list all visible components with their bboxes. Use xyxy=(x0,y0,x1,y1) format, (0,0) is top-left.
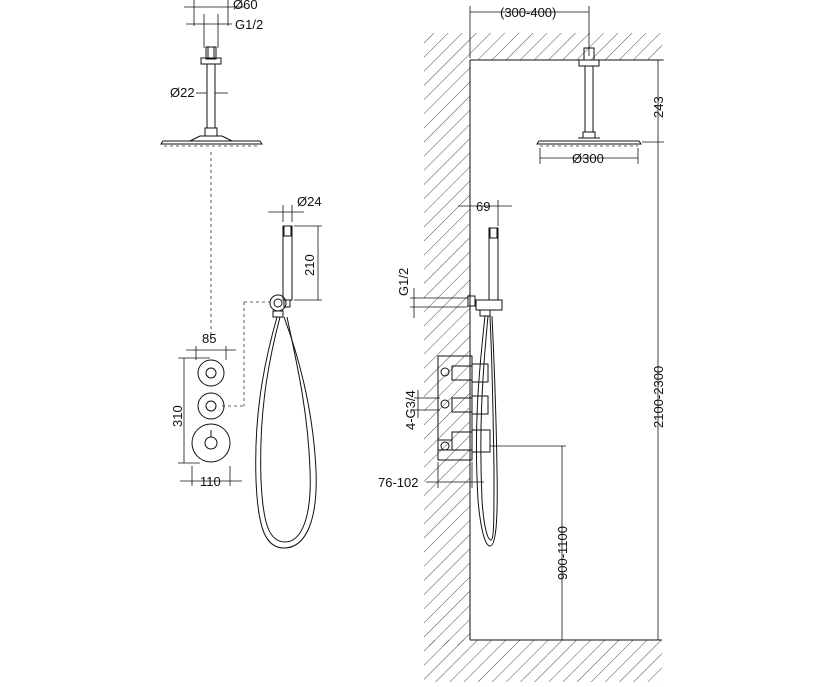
dim-outlet-offset: 69 xyxy=(458,199,512,226)
shower-head-side xyxy=(160,135,263,147)
dim-valve-plate-width: 110 xyxy=(180,466,242,489)
dim-label-valve-depth: 76-102 xyxy=(378,475,418,490)
dim-label-head-diameter: Ø300 xyxy=(572,151,604,166)
dim-head-arm-thread: G1/2 xyxy=(186,14,263,48)
dim-label-valve-stack-height: 310 xyxy=(170,405,185,427)
dim-hand-shower-len: 210 xyxy=(294,225,322,301)
dim-head-diameter: Ø300 xyxy=(539,148,639,166)
dim-label-head-arm-thread: G1/2 xyxy=(235,17,263,32)
dim-label-outlet-offset: 69 xyxy=(476,199,490,214)
dim-valve-height: 900-1100 xyxy=(490,445,570,640)
dim-label-valve-height: 900-1100 xyxy=(555,526,570,580)
dim-arm-projection: (300-400) xyxy=(469,5,590,58)
dim-label-head-arm-outer: Ø60 xyxy=(233,0,258,12)
ceiling-arm xyxy=(200,46,222,137)
dim-label-hand-shower-dia: Ø24 xyxy=(297,194,322,209)
dim-head-arm-tube: Ø22 xyxy=(170,85,228,100)
dim-label-arm-projection: (300-400) xyxy=(500,5,556,20)
dim-label-valve-plate-width: 110 xyxy=(200,474,221,489)
wall-hatching xyxy=(424,33,662,682)
dim-label-head-arm-tube: Ø22 xyxy=(170,85,195,100)
dim-ceiling-height: 2100-2300 xyxy=(651,142,666,640)
dim-label-head-drop: 243 xyxy=(651,96,666,118)
dim-label-valve-center-spacing: 85 xyxy=(202,331,216,346)
dim-label-outlet-thread: G1/2 xyxy=(396,268,411,296)
dim-label-ceiling-height: 2100-2300 xyxy=(651,366,666,428)
valve-front xyxy=(191,359,231,463)
hand-shower-section xyxy=(467,227,503,547)
hand-shower xyxy=(222,225,293,407)
dim-valve-center-spacing: 85 xyxy=(186,331,236,360)
concealed-valve-body xyxy=(437,355,491,461)
left-elevation-view: Ø60 G1/2 Ø22 xyxy=(160,0,322,549)
shower-hose xyxy=(255,316,317,549)
right-section-view: (300-400) Ø300 243 2100-2300 xyxy=(378,5,666,682)
dim-head-arm-outer: Ø60 xyxy=(184,0,258,26)
dim-valve-depth: 76-102 xyxy=(378,462,484,490)
dim-hand-shower-dia: Ø24 xyxy=(268,194,322,222)
dim-label-valve-inlets: 4-G3/4 xyxy=(403,390,418,430)
dim-valve-inlets: 4-G3/4 xyxy=(403,390,440,430)
ceiling-arm-section xyxy=(536,47,642,147)
dim-outlet-thread: G1/2 xyxy=(396,268,468,318)
dim-head-drop: 243 xyxy=(600,59,666,143)
dim-label-hand-shower-len: 210 xyxy=(302,254,317,276)
dim-valve-stack-height: 310 xyxy=(170,357,210,464)
